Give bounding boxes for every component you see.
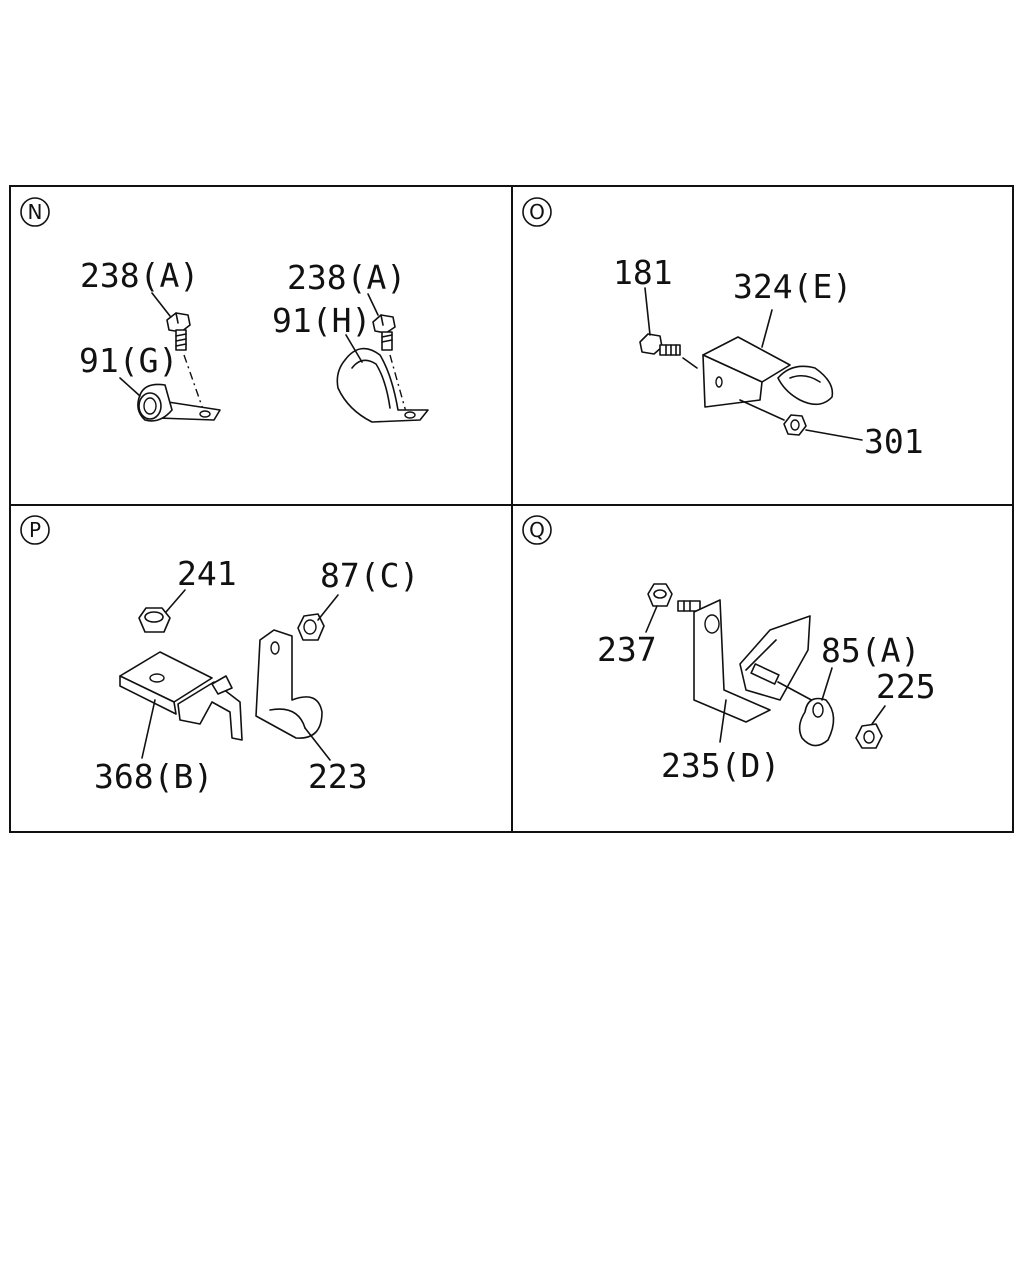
panel-n: N 238(A) 91(G) xyxy=(20,197,429,423)
clip-85a xyxy=(798,697,835,747)
clip-91g xyxy=(137,383,221,422)
callout-87c: 87(C) xyxy=(320,556,419,595)
panel-q-letter: Q xyxy=(529,518,545,542)
bolt-238a-right xyxy=(372,314,396,351)
bolt-237-shank xyxy=(677,600,701,612)
panel-n-letter: N xyxy=(28,200,43,224)
callout-368b: 368(B) xyxy=(94,757,213,796)
panel-q-marker: Q xyxy=(522,515,552,545)
panel-p: P 241 87(C) 368(B) 223 xyxy=(20,515,419,796)
callout-91g: 91(G) xyxy=(79,341,178,380)
panel-p-letter: P xyxy=(29,518,41,542)
bracket-235d xyxy=(693,599,811,723)
panel-o-letter: O xyxy=(529,200,545,224)
panel-q: Q 237 235(D) 85(A) xyxy=(522,515,936,785)
panel-n-marker: N xyxy=(20,197,50,227)
nut-301 xyxy=(783,414,807,436)
callout-301: 301 xyxy=(864,422,924,461)
bolt-238a-left xyxy=(166,312,191,351)
callout-241: 241 xyxy=(177,554,237,593)
clip-223 xyxy=(255,629,323,739)
callout-324e: 324(E) xyxy=(733,267,852,306)
callout-237: 237 xyxy=(597,630,657,669)
bracket-368b xyxy=(119,651,243,741)
bracket-324e xyxy=(702,336,834,408)
callout-223: 223 xyxy=(308,757,368,796)
panel-o: O 181 324(E) 301 xyxy=(522,197,924,461)
nut-237 xyxy=(647,583,673,607)
nut-241 xyxy=(138,607,171,633)
panel-grid xyxy=(9,185,1014,833)
callout-85a: 85(A) xyxy=(821,631,920,670)
bolt-85a xyxy=(750,663,780,685)
nut-225 xyxy=(855,723,883,749)
callout-91h: 91(H) xyxy=(272,301,371,340)
callout-225: 225 xyxy=(876,667,936,706)
callout-235d: 235(D) xyxy=(661,746,780,785)
panel-o-marker: O xyxy=(522,197,552,227)
panel-p-marker: P xyxy=(20,515,50,545)
bolt-181 xyxy=(639,333,681,356)
callout-238a-left: 238(A) xyxy=(80,256,199,295)
callout-181: 181 xyxy=(613,253,673,292)
callout-238a-right: 238(A) xyxy=(287,258,406,297)
clip-91h xyxy=(336,347,429,423)
